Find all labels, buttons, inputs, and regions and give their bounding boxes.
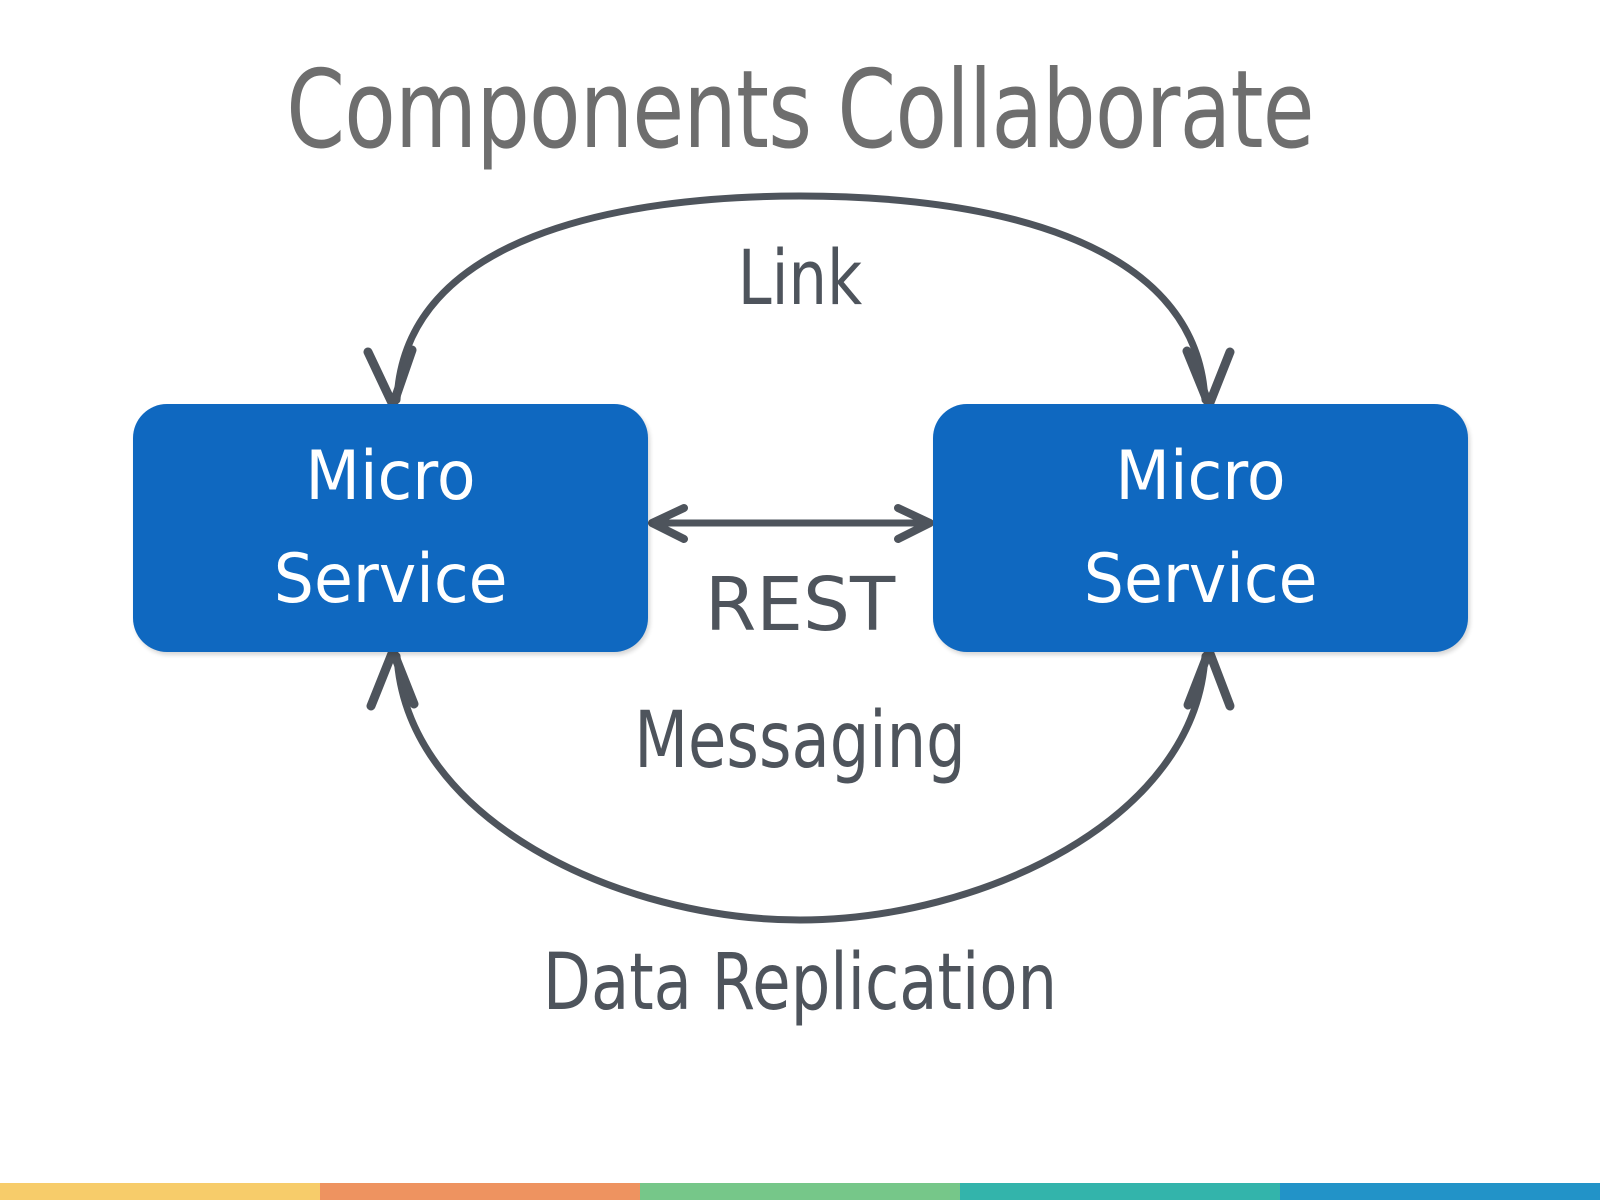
node-right-label-line2: Service [1083, 540, 1318, 619]
node-left-label-line1: Micro [305, 436, 476, 516]
messaging-arc [366, 646, 1235, 924]
edge-label-rest: REST [704, 562, 896, 648]
edge-label-link: Link [737, 233, 863, 322]
arrowhead-messaging-right [1183, 646, 1235, 711]
color-bar-segment-teal [960, 1183, 1280, 1200]
arrowhead-link-right [1182, 346, 1235, 410]
color-bar-segment-blue [1280, 1183, 1600, 1200]
arrowhead-link-left [363, 345, 417, 410]
node-left-label-line2: Service [273, 540, 508, 619]
link-arc [363, 192, 1235, 410]
node-right-microservice[interactable]: Micro Service [933, 404, 1468, 652]
page-title: Components Collaborate [286, 48, 1314, 173]
footer-color-bar [0, 1183, 1600, 1200]
edge-label-data-replication: Data Replication [542, 938, 1058, 1028]
color-bar-segment-green [640, 1183, 960, 1200]
arrowhead-rest-right [894, 504, 934, 543]
rest-arrow [648, 504, 934, 543]
color-bar-segment-orange [320, 1183, 640, 1200]
node-right-label-line1: Micro [1115, 436, 1286, 516]
color-bar-segment-yellow [0, 1183, 320, 1200]
arrowhead-rest-left [648, 504, 688, 543]
edge-label-messaging: Messaging [634, 696, 966, 786]
node-left-microservice[interactable]: Micro Service [133, 404, 648, 652]
arrowhead-messaging-left [366, 646, 419, 711]
